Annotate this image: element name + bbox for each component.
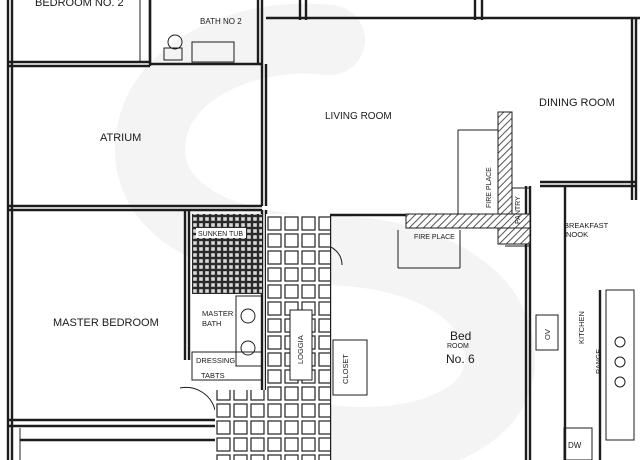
label-bath-no2: BATH NO 2 bbox=[200, 17, 242, 26]
label-dining-room: DINING ROOM bbox=[539, 97, 615, 109]
label-dressing: DRESSING bbox=[196, 356, 235, 365]
label-bedroom-no2: BEDROOM NO. 2 bbox=[35, 0, 124, 9]
label-pantry: PANTRY bbox=[515, 196, 522, 224]
loggia-tile-floor-lower bbox=[215, 390, 266, 460]
label-dishwasher: DW bbox=[568, 441, 582, 450]
label-living-room: LIVING ROOM bbox=[325, 111, 392, 122]
label-master-bath-line1: MASTER bbox=[202, 309, 234, 318]
label-fire-place-main: FIRE PLACE bbox=[414, 234, 455, 241]
label-bed-room-line3: No. 6 bbox=[446, 352, 475, 366]
label-master-bedroom: MASTER BEDROOM bbox=[53, 317, 159, 329]
label-breakfast-nook-line1: BREAKFAST bbox=[564, 221, 609, 230]
inner-lines bbox=[19, 0, 635, 460]
label-loggia: LOGGIA bbox=[296, 335, 305, 364]
label-bed-room-line1: Bed bbox=[450, 329, 471, 343]
label-tabts: TABTS bbox=[201, 371, 225, 380]
label-sunken-tub: SUNKEN TUB bbox=[198, 231, 243, 238]
label-fire-place-side: FIRE PLACE bbox=[486, 167, 493, 208]
label-closet: CLOSET bbox=[341, 354, 350, 384]
label-breakfast-nook-line2: NOOK bbox=[566, 230, 588, 239]
fireplace-masonry bbox=[405, 111, 531, 245]
sunken-tub-tile bbox=[192, 214, 262, 294]
label-master-bath-line2: BATH bbox=[202, 319, 221, 328]
label-atrium: ATRIUM bbox=[100, 132, 141, 144]
label-bed-room-line2: ROOM bbox=[447, 343, 469, 350]
label-range: RANGE bbox=[596, 349, 603, 374]
label-oven: OV bbox=[543, 329, 552, 340]
label-kitchen: KITCHEN bbox=[577, 311, 586, 344]
room-labels: BEDROOM NO. 2 BATH NO 2 LIVING ROOM DINI… bbox=[35, 0, 615, 450]
